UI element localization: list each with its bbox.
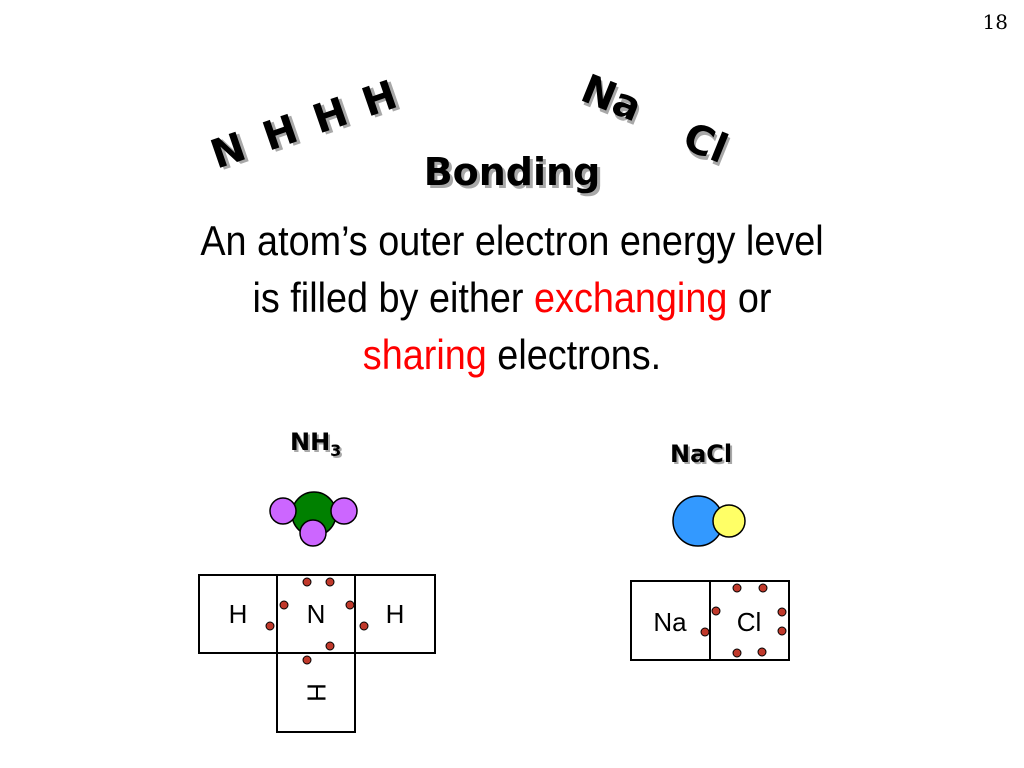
electron [325, 577, 335, 587]
electron [732, 583, 742, 593]
nh3-formula-subscript: 3 [330, 440, 342, 460]
electron [302, 655, 312, 665]
chlorine-atom [712, 504, 746, 538]
nacl-lewis-grid [630, 580, 790, 661]
nacl-label-na: Na [653, 607, 687, 637]
electron [345, 600, 355, 610]
nh3-cell-bottom [276, 652, 356, 733]
hydrogen-atom-right [330, 497, 358, 525]
electron [758, 583, 768, 593]
highlight-sharing: sharing [362, 331, 487, 378]
electron [711, 606, 721, 616]
nh3-electrons [265, 577, 369, 665]
hydrogen-atom-left [269, 497, 297, 525]
electron [777, 607, 787, 617]
electron [279, 600, 289, 610]
body-line-1: An atom’s outer electron energy level [200, 217, 824, 264]
electron [359, 621, 369, 631]
nh3-lewis-grid [198, 574, 436, 733]
nh3-cell-right [354, 574, 436, 654]
nacl-ball-model [672, 495, 746, 547]
body-line-2: is filled by either exchanging or [87, 269, 937, 326]
nh3-label-n: N [306, 599, 326, 629]
nacl-label-cl: Cl [736, 607, 762, 637]
nacl-cell-right [709, 580, 790, 661]
electron [302, 577, 312, 587]
hydrogen-atom-bottom [299, 519, 327, 547]
nh3-label-right-h: H [385, 599, 405, 629]
body-line-2-prefix: is filled by either [252, 274, 535, 321]
nacl-formula: NaCl [670, 440, 733, 468]
nh3-ball-model [269, 491, 358, 547]
body-line-3: sharing electrons. [87, 326, 937, 383]
body-line-3-suffix: electrons. [486, 331, 662, 378]
electron [325, 641, 335, 651]
nh3-formula: NH3 [290, 428, 341, 460]
slide-title: Bonding [423, 150, 601, 194]
electron [265, 621, 275, 631]
nacl-electrons [700, 583, 787, 658]
highlight-exchanging: exchanging [534, 274, 728, 321]
electron [757, 647, 767, 657]
electron [700, 627, 710, 637]
body-line-2-suffix: or [727, 274, 772, 321]
electron [732, 648, 742, 658]
nh3-formula-main: NH [290, 428, 331, 456]
body-text: An atom’s outer electron energy level is… [87, 212, 937, 383]
electron [777, 626, 787, 636]
nh3-label-left-h: H [228, 599, 248, 629]
slide-number: 18 [982, 10, 1008, 34]
nh3-label-bottom-h: H [301, 683, 332, 702]
